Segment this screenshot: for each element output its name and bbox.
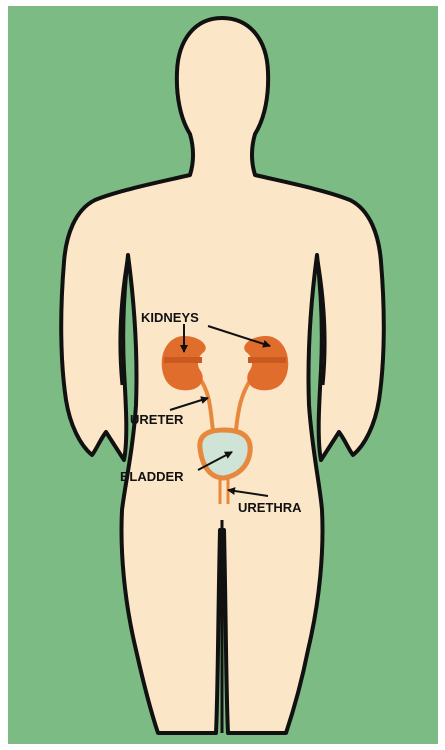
urethra-label: URETHRA [238,500,302,515]
bladder-label: BLADDER [120,469,184,484]
kidneys-label: KIDNEYS [141,310,199,325]
ureter-label: URETER [130,412,184,427]
bladder [200,430,250,478]
